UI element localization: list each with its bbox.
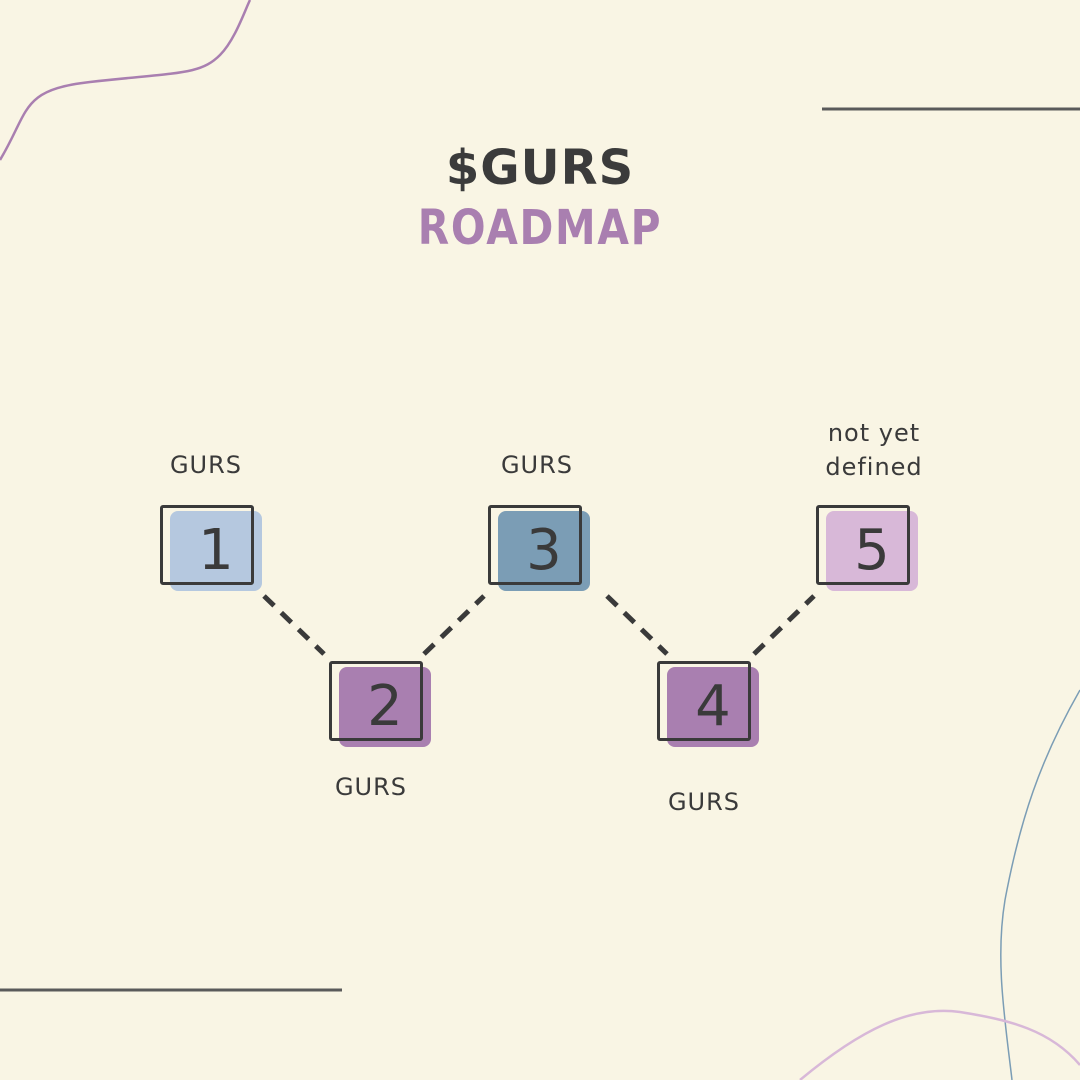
connector-3-4 — [605, 594, 669, 656]
step-2-label: GURS — [334, 773, 408, 801]
step-2-fill — [339, 667, 431, 747]
page-title: $GURS — [445, 140, 635, 196]
step-1-frame — [160, 505, 254, 585]
step-4-fill — [667, 667, 759, 747]
step-2-box: 2 — [329, 661, 439, 753]
connector-2-3 — [422, 594, 486, 656]
step-1-label: GURS — [169, 451, 243, 479]
step-4-box: 4 — [657, 661, 767, 753]
step-2-number: 2 — [367, 674, 403, 739]
step-3-frame — [488, 505, 582, 585]
bottom-right-blue-curve — [1000, 689, 1080, 1080]
step-3-fill — [498, 511, 590, 591]
step-1-box: 1 — [160, 505, 270, 597]
step-2-frame — [329, 661, 423, 741]
step-5-frame — [816, 505, 910, 585]
top-left-curve — [0, 0, 252, 161]
page-subtitle: ROADMAP — [417, 200, 663, 256]
bottom-right-pink-curve — [799, 1009, 1080, 1080]
step-5-fill — [826, 511, 918, 591]
step-4-frame — [657, 661, 751, 741]
step-1-number: 1 — [198, 518, 234, 583]
dashed-connectors — [262, 594, 816, 656]
step-3-number: 3 — [526, 518, 562, 583]
step-3-box: 3 — [488, 505, 598, 597]
step-5-label: not yet defined — [825, 419, 923, 481]
step-4-number: 4 — [695, 674, 731, 739]
connector-4-5 — [752, 594, 816, 656]
connector-1-2 — [262, 594, 326, 656]
step-5-number: 5 — [854, 518, 890, 583]
step-3-label: GURS — [500, 451, 574, 479]
step-1-fill — [170, 511, 262, 591]
step-4-label: GURS — [667, 788, 741, 816]
step-5-box: 5 — [816, 505, 926, 597]
